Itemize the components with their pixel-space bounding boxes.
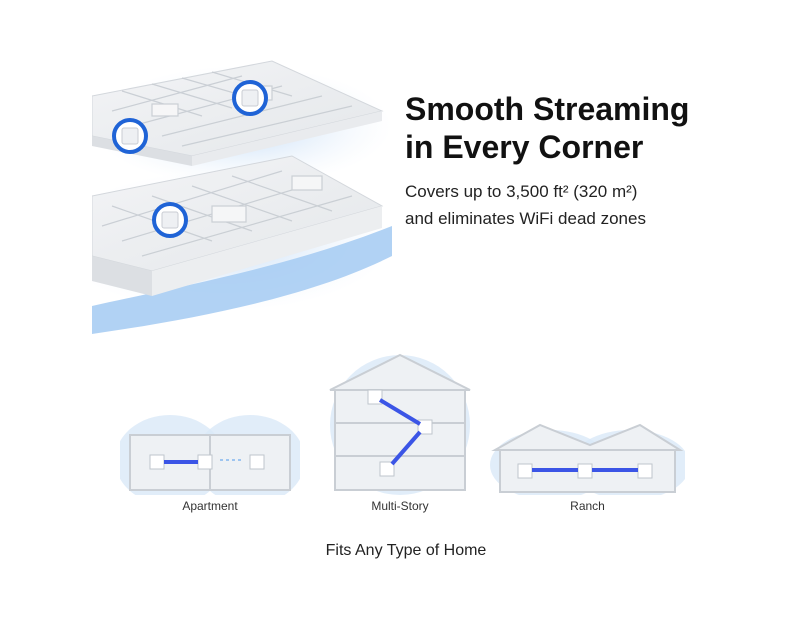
coverage-subtitle: Covers up to 3,500 ft² (320 m²) and elim… bbox=[405, 178, 646, 232]
home-type-label: Ranch bbox=[570, 499, 605, 513]
home-type-multi-story: Multi-Story bbox=[320, 350, 480, 525]
home-type-label: Apartment bbox=[182, 499, 238, 513]
multi-story-house-icon bbox=[329, 353, 471, 495]
headline-line: Smooth Streaming bbox=[405, 91, 690, 127]
apartment-house-icon bbox=[120, 415, 300, 495]
mesh-unit-icon bbox=[232, 80, 268, 116]
headline-line: in Every Corner bbox=[405, 129, 644, 165]
subtitle-line: and eliminates WiFi dead zones bbox=[405, 209, 646, 228]
home-type-apartment: Apartment bbox=[120, 405, 300, 525]
home-type-ranch: Ranch bbox=[490, 420, 685, 525]
mesh-unit-icon bbox=[152, 202, 188, 238]
floorplan-illustration bbox=[52, 56, 392, 336]
headline: Smooth Streaming in Every Corner bbox=[405, 90, 689, 166]
ranch-house-icon bbox=[490, 423, 685, 495]
mesh-unit-icon bbox=[112, 118, 148, 154]
footer-caption: Fits Any Type of Home bbox=[325, 542, 487, 559]
home-type-label: Multi-Story bbox=[371, 499, 429, 513]
subtitle-line: Covers up to 3,500 ft² (320 m²) bbox=[405, 182, 638, 201]
